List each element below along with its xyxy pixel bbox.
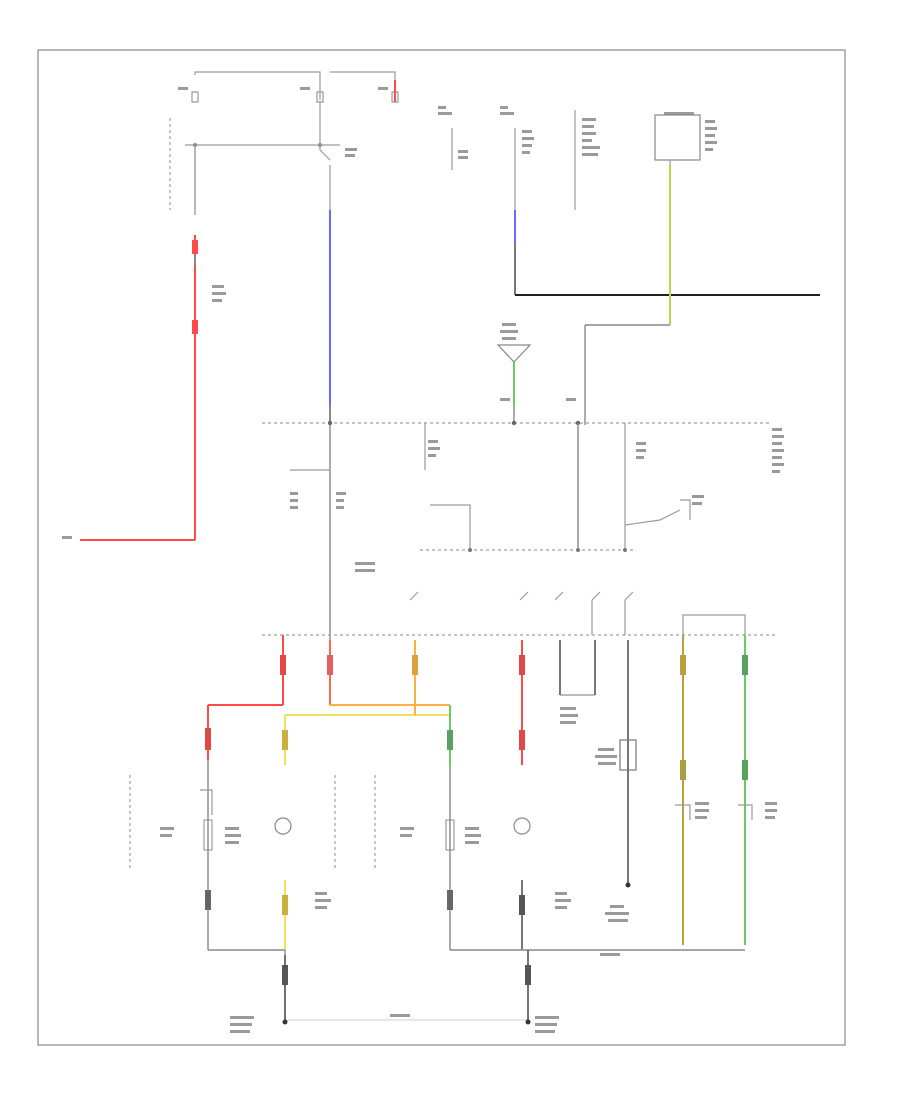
relay-top-box — [654, 114, 701, 161]
bottom-ground-line — [282, 950, 531, 1025]
relay-center-icon — [619, 739, 637, 771]
wire-red-left — [80, 145, 198, 541]
text-labels — [62, 87, 784, 1033]
fuse-block-top — [169, 71, 399, 210]
left-lamp-assembly — [129, 760, 336, 951]
ground-center-icon — [625, 882, 631, 888]
right-bulb-icon — [513, 817, 531, 835]
right-lamp-assembly — [374, 765, 745, 951]
switch-row — [409, 591, 746, 635]
fuse-center-icon — [316, 91, 324, 103]
ground-right-icon — [525, 1019, 531, 1025]
top-right-sources — [451, 110, 820, 425]
fuse-left-icon — [191, 91, 199, 103]
ground-symbol-top — [496, 344, 532, 425]
ground-left-icon — [282, 1019, 288, 1025]
left-bulb-icon — [274, 817, 292, 835]
lower-wiring — [205, 635, 753, 945]
control-module — [290, 423, 691, 552]
diagram-frame — [37, 49, 846, 1046]
